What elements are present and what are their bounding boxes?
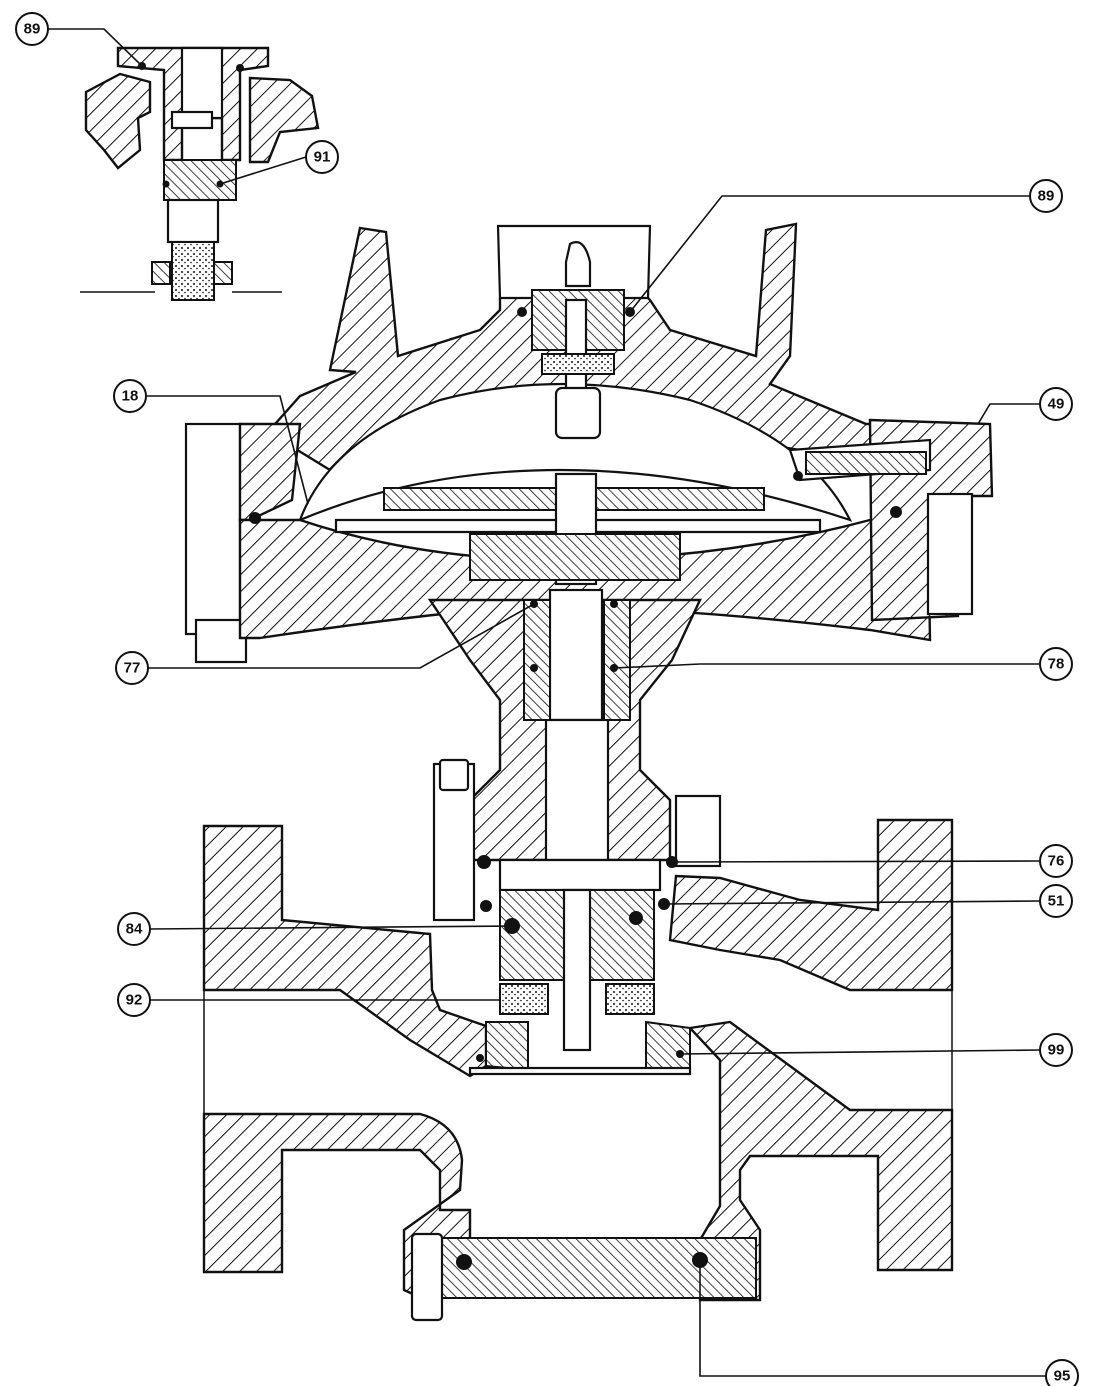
callout-label: 49 [1048, 396, 1065, 413]
callout-77: 77 [115, 651, 149, 685]
leader-lines [48, 28, 1046, 1377]
valve-body [202, 818, 954, 1322]
inset-detail [80, 46, 320, 301]
callout-label: 51 [1048, 893, 1065, 910]
callout-51: 51 [1039, 884, 1073, 918]
callout-label: 89 [1038, 188, 1055, 205]
diaphragm-flange-area [184, 418, 994, 664]
callout-label: 91 [314, 149, 331, 166]
bonnet-and-stem [427, 588, 722, 1052]
callout-label: 78 [1048, 656, 1065, 673]
callout-label: 18 [122, 388, 139, 405]
callout-label: 89 [24, 21, 41, 38]
callout-label: 92 [126, 992, 143, 1009]
callout-label: 77 [124, 660, 141, 677]
callout-89: 89 [1029, 179, 1063, 213]
actuator-upper-housing [266, 222, 930, 522]
callout-78: 78 [1039, 647, 1073, 681]
callout-95: 95 [1045, 1359, 1079, 1386]
callout-18: 18 [113, 379, 147, 413]
callout-92: 92 [117, 983, 151, 1017]
callout-49: 49 [1039, 387, 1073, 421]
callout-label: 99 [1048, 1042, 1065, 1059]
callout-84: 84 [117, 912, 151, 946]
callout-label: 84 [126, 921, 143, 938]
callout-89-top: 89 [15, 12, 49, 46]
callout-99: 99 [1039, 1033, 1073, 1067]
callout-76: 76 [1039, 844, 1073, 878]
callout-91: 91 [305, 140, 339, 174]
callout-label: 95 [1054, 1368, 1071, 1385]
callout-label: 76 [1048, 853, 1065, 870]
